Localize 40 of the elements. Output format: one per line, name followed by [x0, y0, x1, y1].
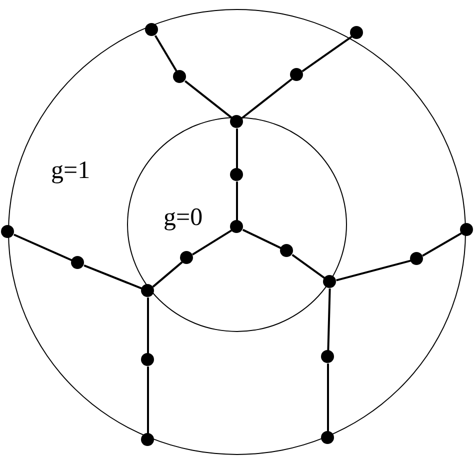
edge-line [147, 298, 149, 354]
vertex-dot [173, 70, 186, 83]
edge-line [422, 232, 462, 257]
vertex-dot [140, 284, 154, 296]
vertex-dot [1, 225, 14, 238]
vertex-dot [321, 350, 334, 363]
edge-line [336, 260, 411, 282]
vertex-dot [410, 252, 423, 265]
edge-line [302, 36, 352, 72]
vertex-dot [145, 23, 158, 36]
edge-line [154, 35, 178, 72]
edge-line [152, 261, 183, 288]
edge-line [14, 234, 72, 262]
edge-line [236, 128, 238, 168]
edge-line [236, 182, 238, 220]
edge-line [147, 366, 149, 434]
vertex-dot [230, 168, 242, 180]
vertex-dot [230, 114, 242, 128]
edge-line [242, 78, 292, 119]
edge-line [292, 254, 326, 279]
region-circle [126, 116, 346, 332]
vertex-dot [350, 26, 363, 39]
edge-line [327, 288, 331, 351]
edge-line [327, 364, 329, 432]
vertex-dot [290, 68, 303, 81]
edge-line [84, 264, 142, 290]
edge-line [184, 80, 233, 119]
vertex-dot [180, 250, 192, 264]
edge-line [242, 228, 282, 250]
vertex-dot [280, 244, 292, 256]
vertex-dot [322, 274, 336, 288]
vertex-dot [321, 431, 334, 444]
vertex-dot [460, 223, 473, 236]
region-label: g=1 [51, 158, 90, 183]
vertex-dot [71, 256, 84, 269]
vertex-dot [141, 433, 154, 446]
region-label: g=0 [164, 204, 203, 230]
vertex-dot [141, 353, 154, 366]
vertex-dot [230, 220, 242, 232]
edge-line [192, 230, 232, 256]
